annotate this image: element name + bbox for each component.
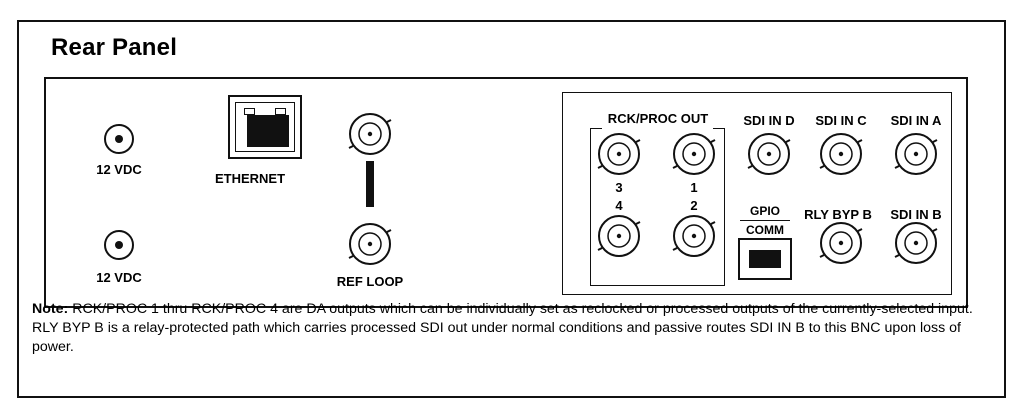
sdi-in-d-label: SDI IN D (743, 113, 795, 128)
rck-proc-1-bnc-icon (672, 133, 716, 175)
ref-loop-bnc-bottom-icon (348, 223, 392, 265)
rck-proc-out-label: RCK/PROC OUT (607, 111, 709, 126)
note-paragraph: Note: RCK/PROC 1 thru RCK/PROC 4 are DA … (32, 300, 992, 357)
sdi-in-c-label: SDI IN C (815, 113, 867, 128)
diagram-frame: Rear Panel 12 VDC 12 VDC ETHERNET REF LO… (17, 20, 1006, 398)
gpio-comm-port-icon (738, 238, 792, 280)
note-lead: Note: (32, 301, 69, 317)
rck-2-label: 2 (690, 198, 698, 213)
rck-proc-2-bnc-icon (672, 215, 716, 257)
rck-4-label: 4 (615, 198, 623, 213)
gpio-comm-divider (740, 220, 790, 221)
dc-power-jack-top-icon (104, 124, 134, 154)
ethernet-port-icon (228, 95, 302, 159)
comm-label: COMM (746, 223, 784, 237)
rck-proc-3-bnc-icon (597, 133, 641, 175)
ethernet-label: ETHERNET (214, 171, 286, 186)
sdi-in-d-bnc-icon (747, 133, 791, 175)
rck-proc-4-bnc-icon (597, 215, 641, 257)
note-text: RCK/PROC 1 thru RCK/PROC 4 are DA output… (32, 301, 973, 355)
sdi-in-c-bnc-icon (819, 133, 863, 175)
rck-3-label: 3 (615, 180, 623, 195)
ref-loop-label: REF LOOP (336, 274, 404, 289)
sdi-in-b-bnc-icon (894, 222, 938, 264)
io-module: RCK/PROC OUT 3 1 4 2 SDI IN D SDI IN C S… (562, 92, 952, 295)
dc-top-label: 12 VDC (96, 162, 142, 177)
dc-power-jack-bottom-icon (104, 230, 134, 260)
diagram-title: Rear Panel (51, 34, 178, 61)
ref-loop-bnc-top-icon (348, 113, 392, 155)
rck-proc-bracket (590, 128, 725, 286)
sdi-in-a-label: SDI IN A (890, 113, 942, 128)
dc-bottom-label: 12 VDC (96, 270, 142, 285)
gpio-label: GPIO (749, 204, 781, 218)
sdi-in-a-bnc-icon (894, 133, 938, 175)
ref-loop-link-bar (366, 161, 374, 207)
rly-byp-b-bnc-icon (819, 222, 863, 264)
rck-bracket-top-left (590, 128, 602, 129)
sdi-in-b-label: SDI IN B (890, 207, 942, 222)
rly-byp-b-label: RLY BYP B (804, 207, 872, 222)
rear-panel: 12 VDC 12 VDC ETHERNET REF LOOP RCK/PROC… (44, 77, 968, 308)
rck-bracket-top-right (713, 128, 725, 129)
rck-1-label: 1 (690, 180, 698, 195)
